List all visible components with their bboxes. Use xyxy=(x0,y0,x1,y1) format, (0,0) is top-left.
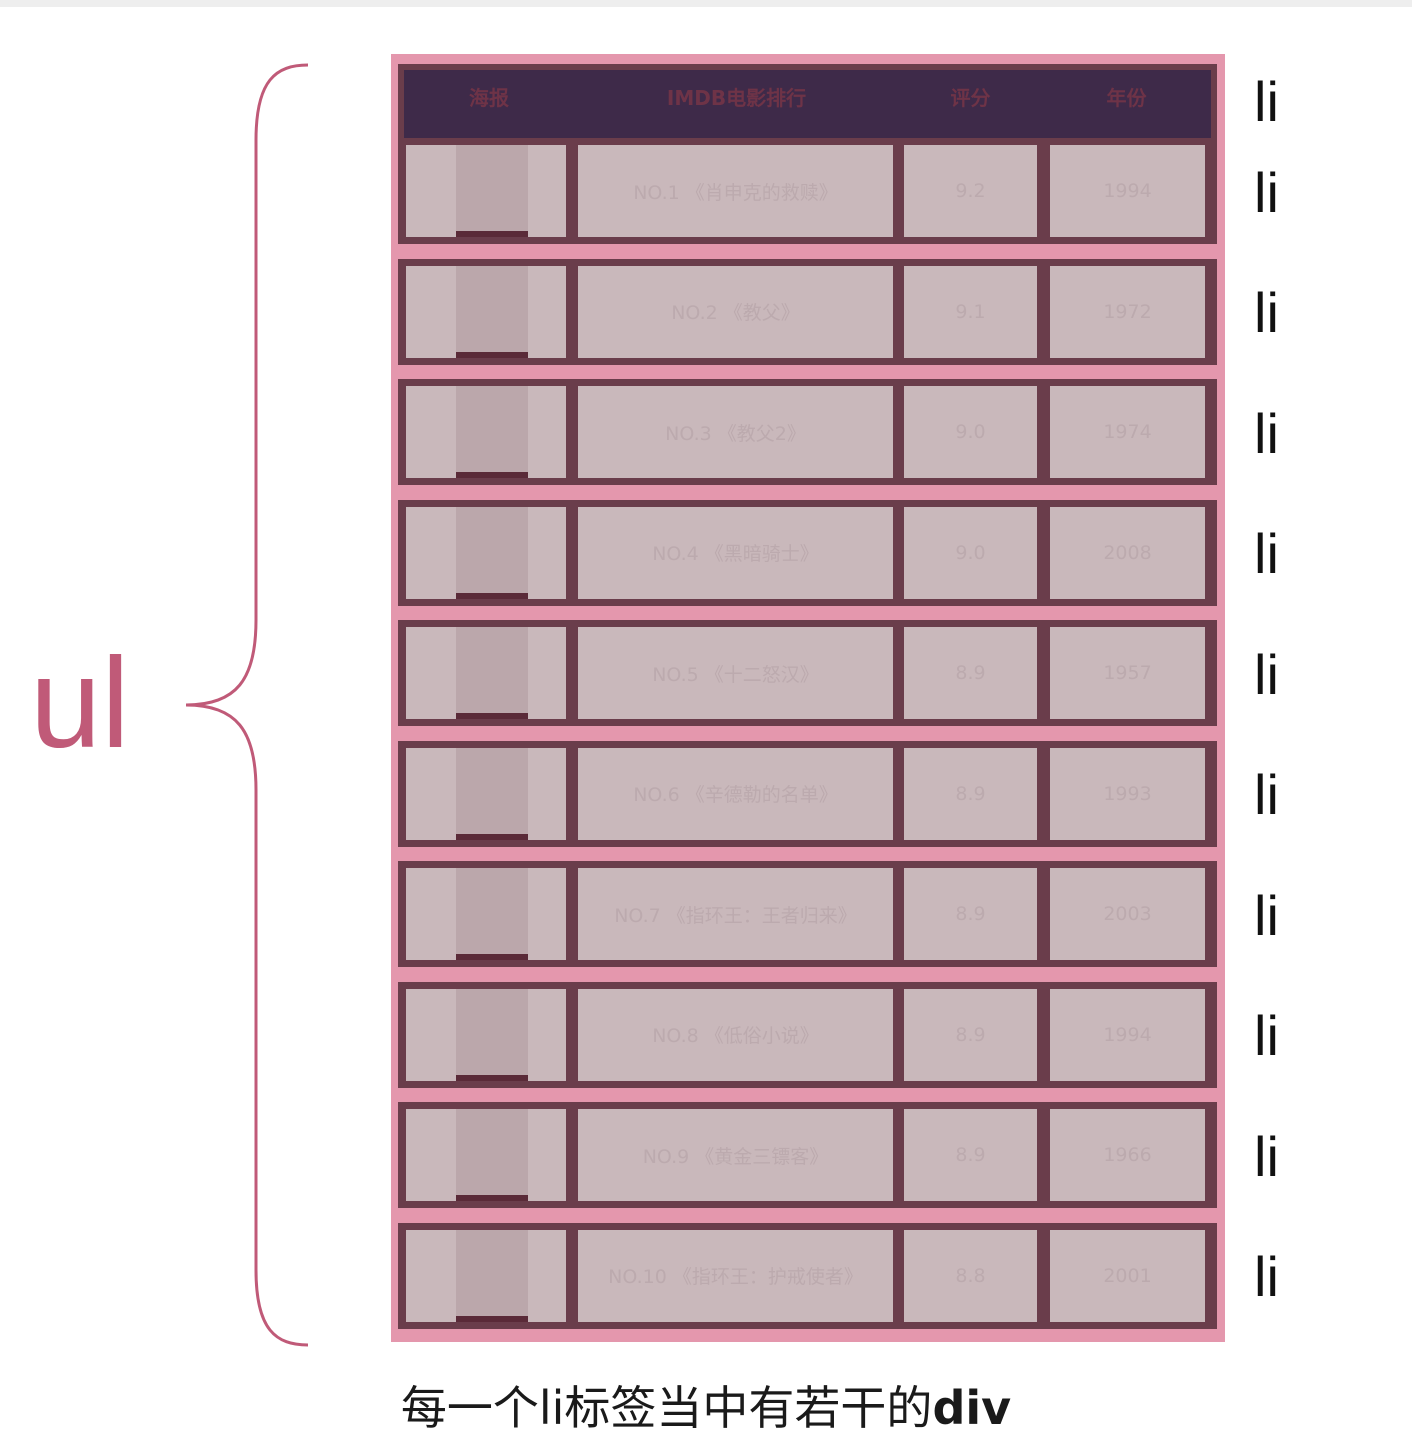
score-cell: 8.8 xyxy=(904,1229,1037,1322)
score-cell: 9.0 xyxy=(904,506,1037,599)
poster-edge xyxy=(456,1074,528,1081)
title-cell: NO.10 《指环王：护戒使者》 xyxy=(578,1229,893,1322)
poster-edge xyxy=(456,833,528,840)
poster-image xyxy=(456,145,528,237)
title-cell: NO.1 《肖申克的救赎》 xyxy=(578,145,893,237)
caption-text: 每一个li标签当中有若干的 xyxy=(400,1381,933,1435)
score-cell: 9.2 xyxy=(904,145,1037,237)
li-label: li xyxy=(1254,402,1279,465)
poster-image xyxy=(456,1109,528,1201)
year-cell: 1994 xyxy=(1050,145,1205,237)
title-cell: NO.7 《指环王：王者归来》 xyxy=(578,868,893,960)
poster-cell xyxy=(406,627,566,719)
poster-edge xyxy=(456,713,528,719)
li-label: li xyxy=(1254,70,1279,133)
poster-edge xyxy=(456,1195,528,1201)
header-title: IMDB电影排行 xyxy=(666,86,807,110)
poster-cell xyxy=(406,988,566,1081)
poster-cell xyxy=(406,145,566,237)
poster-cell xyxy=(406,265,566,358)
header-bar: 海报 IMDB电影排行 评分 年份 xyxy=(404,70,1211,138)
score-cell: 9.1 xyxy=(904,265,1037,358)
poster-cell xyxy=(406,868,566,960)
poster-cell xyxy=(406,506,566,599)
li-label: li xyxy=(1254,643,1279,706)
year-cell: 2003 xyxy=(1050,868,1205,960)
curly-brace xyxy=(185,63,309,1347)
year-cell: 1994 xyxy=(1050,988,1205,1081)
poster-image xyxy=(456,506,528,599)
title-cell: NO.5 《十二怒汉》 xyxy=(578,627,893,719)
poster-image xyxy=(456,627,528,719)
poster-image xyxy=(456,868,528,960)
poster-edge xyxy=(456,954,528,960)
li-label: li xyxy=(1254,763,1279,826)
poster-edge xyxy=(456,1315,528,1322)
li-label: li xyxy=(1254,1004,1279,1067)
poster-cell xyxy=(406,386,566,478)
score-cell: 8.9 xyxy=(904,988,1037,1081)
poster-cell xyxy=(406,1229,566,1322)
poster-edge xyxy=(456,592,528,599)
header-score: 评分 xyxy=(950,86,991,110)
li-label: li xyxy=(1254,161,1279,224)
poster-image xyxy=(456,988,528,1081)
poster-image xyxy=(456,386,528,478)
li-label: li xyxy=(1254,281,1279,344)
score-cell: 8.9 xyxy=(904,868,1037,960)
score-cell: 9.0 xyxy=(904,386,1037,478)
year-cell: 2008 xyxy=(1050,506,1205,599)
year-cell: 1974 xyxy=(1050,386,1205,478)
header-poster: 海报 xyxy=(469,86,509,110)
year-cell: 1966 xyxy=(1050,1109,1205,1201)
poster-image xyxy=(456,747,528,840)
title-cell: NO.4 《黑暗骑士》 xyxy=(578,506,893,599)
year-cell: 1993 xyxy=(1050,747,1205,840)
year-cell: 1957 xyxy=(1050,627,1205,719)
caption: 每一个li标签当中有若干的div xyxy=(0,1372,1412,1438)
title-cell: NO.8 《低俗小说》 xyxy=(578,988,893,1081)
score-cell: 8.9 xyxy=(904,747,1037,840)
header-row: 海报 IMDB电影排行 评分 年份 xyxy=(398,64,1217,144)
header-year: 年份 xyxy=(1106,86,1147,110)
title-cell: NO.3 《教父2》 xyxy=(578,386,893,478)
li-label: li xyxy=(1254,884,1279,947)
year-cell: 2001 xyxy=(1050,1229,1205,1322)
title-cell: NO.9 《黄金三镖客》 xyxy=(578,1109,893,1201)
poster-image xyxy=(456,265,528,358)
title-cell: NO.2 《教父》 xyxy=(578,265,893,358)
li-label: li xyxy=(1254,1245,1279,1308)
poster-edge xyxy=(456,231,528,237)
poster-cell xyxy=(406,1109,566,1201)
title-cell: NO.6 《辛德勒的名单》 xyxy=(578,747,893,840)
score-cell: 8.9 xyxy=(904,1109,1037,1201)
poster-image xyxy=(456,1229,528,1322)
li-label: li xyxy=(1254,522,1279,585)
poster-edge xyxy=(456,472,528,478)
ul-label: ul xyxy=(30,632,130,775)
caption-bold: div xyxy=(932,1381,1012,1435)
score-cell: 8.9 xyxy=(904,627,1037,719)
year-cell: 1972 xyxy=(1050,265,1205,358)
top-strip xyxy=(0,0,1412,7)
li-label: li xyxy=(1254,1125,1279,1188)
poster-cell xyxy=(406,747,566,840)
poster-edge xyxy=(456,351,528,358)
